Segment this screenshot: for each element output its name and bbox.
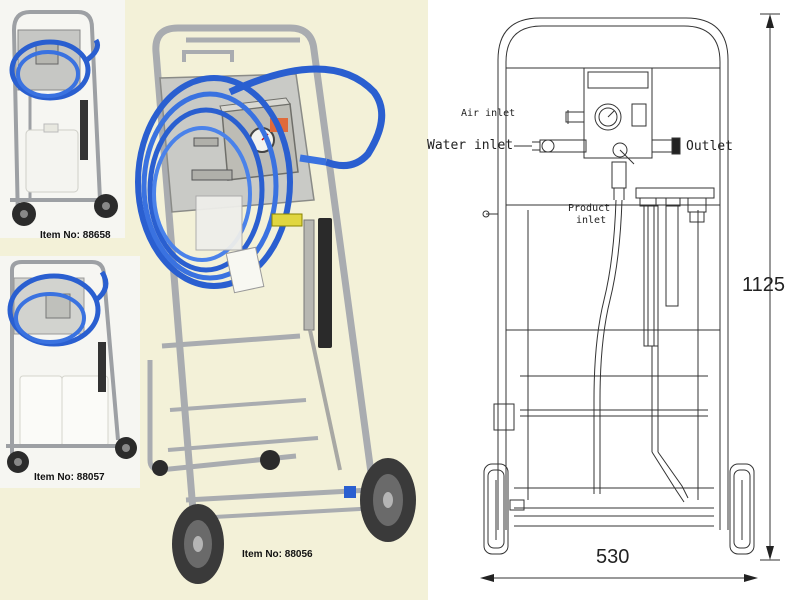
item-label-88057: Item No: 88057 [34,472,105,483]
dimension-height: 1125 [742,274,786,296]
dimension-width: 530 [596,546,630,568]
item-label-88658: Item No: 88658 [40,230,111,241]
trolley-88056-photo [135,24,416,584]
technical-drawing-panel: Air inlet Water inlet Outlet Product inl… [427,0,800,600]
callout-product-inlet-line2: inlet [576,215,607,226]
callout-water-inlet: Water inlet [427,138,514,153]
callout-outlet: Outlet [686,139,733,154]
item-label-88056: Item No: 88056 [242,549,313,560]
callout-product-inlet-line1: Product [568,203,611,214]
product-photos-panel: Item No: 88658 Item No: 88057 Item No: 8… [0,0,428,600]
callout-air-inlet: Air inlet [461,108,516,119]
product-photos-illustration [0,0,416,584]
trolley-88057-photo [0,256,140,488]
trolley-line-drawing [480,13,780,582]
trolley-88658-photo [0,0,125,238]
